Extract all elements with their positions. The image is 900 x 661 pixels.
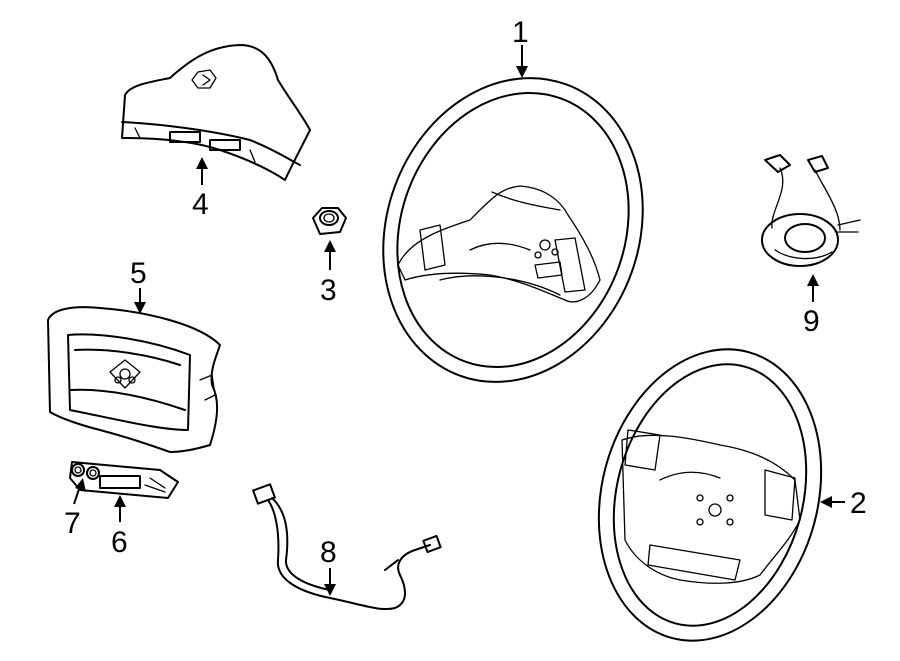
part-5-air-bag-module[interactable] (47, 306, 221, 453)
callout-9: 9 (803, 305, 820, 338)
part-7-switch-button[interactable] (71, 463, 100, 480)
part-9-clock-spring[interactable] (761, 154, 861, 267)
callout-8: 8 (320, 536, 337, 569)
callout-3: 3 (320, 274, 337, 307)
part-1-steering-wheel[interactable] (342, 41, 685, 418)
callout-6: 6 (111, 526, 128, 559)
callout-2: 2 (850, 487, 867, 520)
callout-5: 5 (130, 257, 147, 290)
part-8-wiring-harness[interactable] (252, 483, 442, 611)
part-2-steering-wheel[interactable] (567, 324, 852, 661)
callout-7: 7 (64, 507, 81, 540)
callout-leaders (73, 45, 845, 596)
callout-labels: 1 2 3 4 5 6 7 8 9 (64, 16, 867, 569)
part-3-nut[interactable] (312, 207, 347, 235)
callout-1: 1 (512, 16, 529, 49)
callout-4: 4 (192, 188, 209, 221)
part-6-switch-assembly[interactable] (69, 461, 179, 499)
part-4-horn-pad[interactable] (121, 44, 311, 181)
